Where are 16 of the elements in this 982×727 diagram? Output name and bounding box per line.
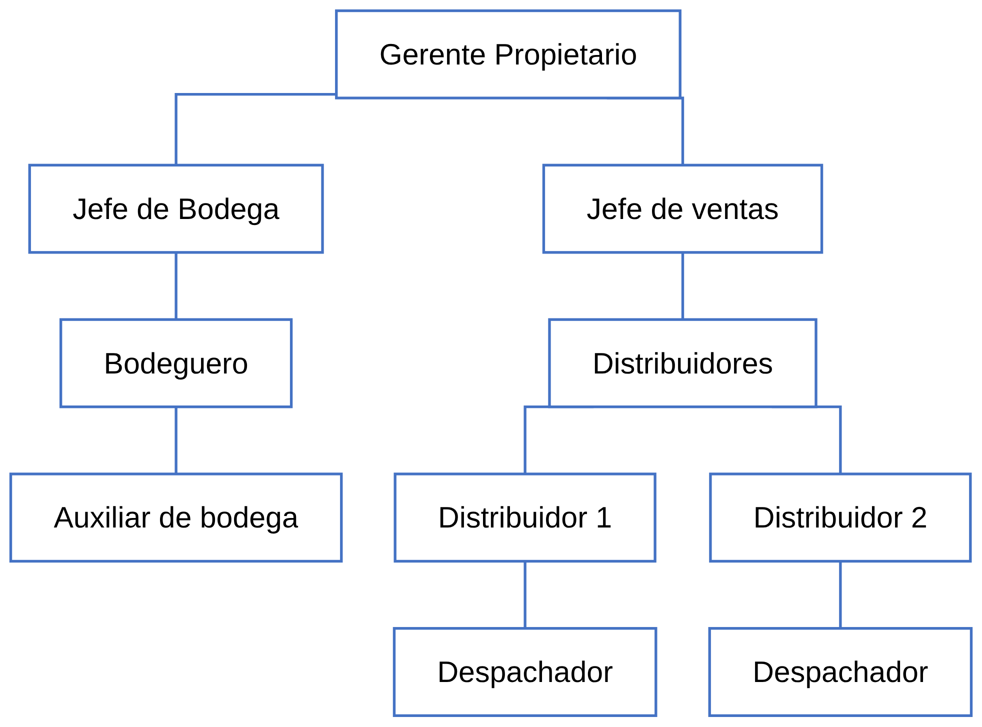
node-box: Auxiliar de bodega bbox=[9, 472, 343, 563]
connector bbox=[174, 251, 178, 320]
connector bbox=[174, 93, 336, 166]
node-box: Jefe de ventas bbox=[542, 164, 824, 254]
node-box: Gerente Propietario bbox=[335, 10, 682, 100]
node-box: Despachador bbox=[392, 627, 658, 718]
node-box: Despachador bbox=[708, 627, 973, 718]
node-box: Jefe de Bodega bbox=[28, 164, 324, 254]
node-box: Distribuidores bbox=[548, 318, 818, 408]
connector bbox=[174, 406, 178, 474]
node-box: Bodeguero bbox=[59, 318, 293, 408]
connector bbox=[839, 560, 842, 629]
node-box: Distribuidor 1 bbox=[394, 472, 656, 563]
connector bbox=[524, 560, 526, 629]
node-box: Distribuidor 2 bbox=[709, 472, 972, 563]
connector bbox=[681, 251, 684, 320]
